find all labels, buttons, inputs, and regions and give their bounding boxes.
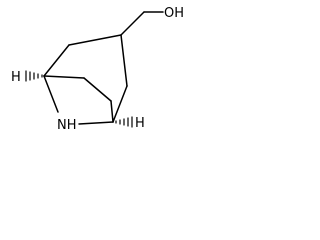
bond-c6-c5: [110, 100, 114, 123]
hydroxyl-label: OH: [164, 6, 184, 21]
bond-c4-c5: [112, 85, 128, 123]
bridgehead-h-left-label: H: [11, 70, 21, 85]
structure-canvas: OH NH H H: [0, 0, 185, 155]
bond-c7-c6: [83, 77, 112, 102]
amine-label: NH: [57, 118, 77, 133]
bond-c2-c1: [43, 44, 70, 77]
molecule-structure: OH NH H H: [11, 6, 184, 133]
bond-c1-n: [43, 75, 59, 113]
bond-c3-c4: [120, 34, 128, 87]
bond-c3-c2: [68, 34, 122, 46]
bridgehead-h-right-label: H: [135, 116, 145, 131]
hashed-wedge-bond-right: [115, 116, 133, 128]
hashed-wedge-bond-left: [25, 70, 43, 82]
bond-n-c5: [78, 121, 114, 125]
bond-c3-ch2: [120, 11, 145, 36]
bond-c1-c7: [43, 75, 85, 79]
